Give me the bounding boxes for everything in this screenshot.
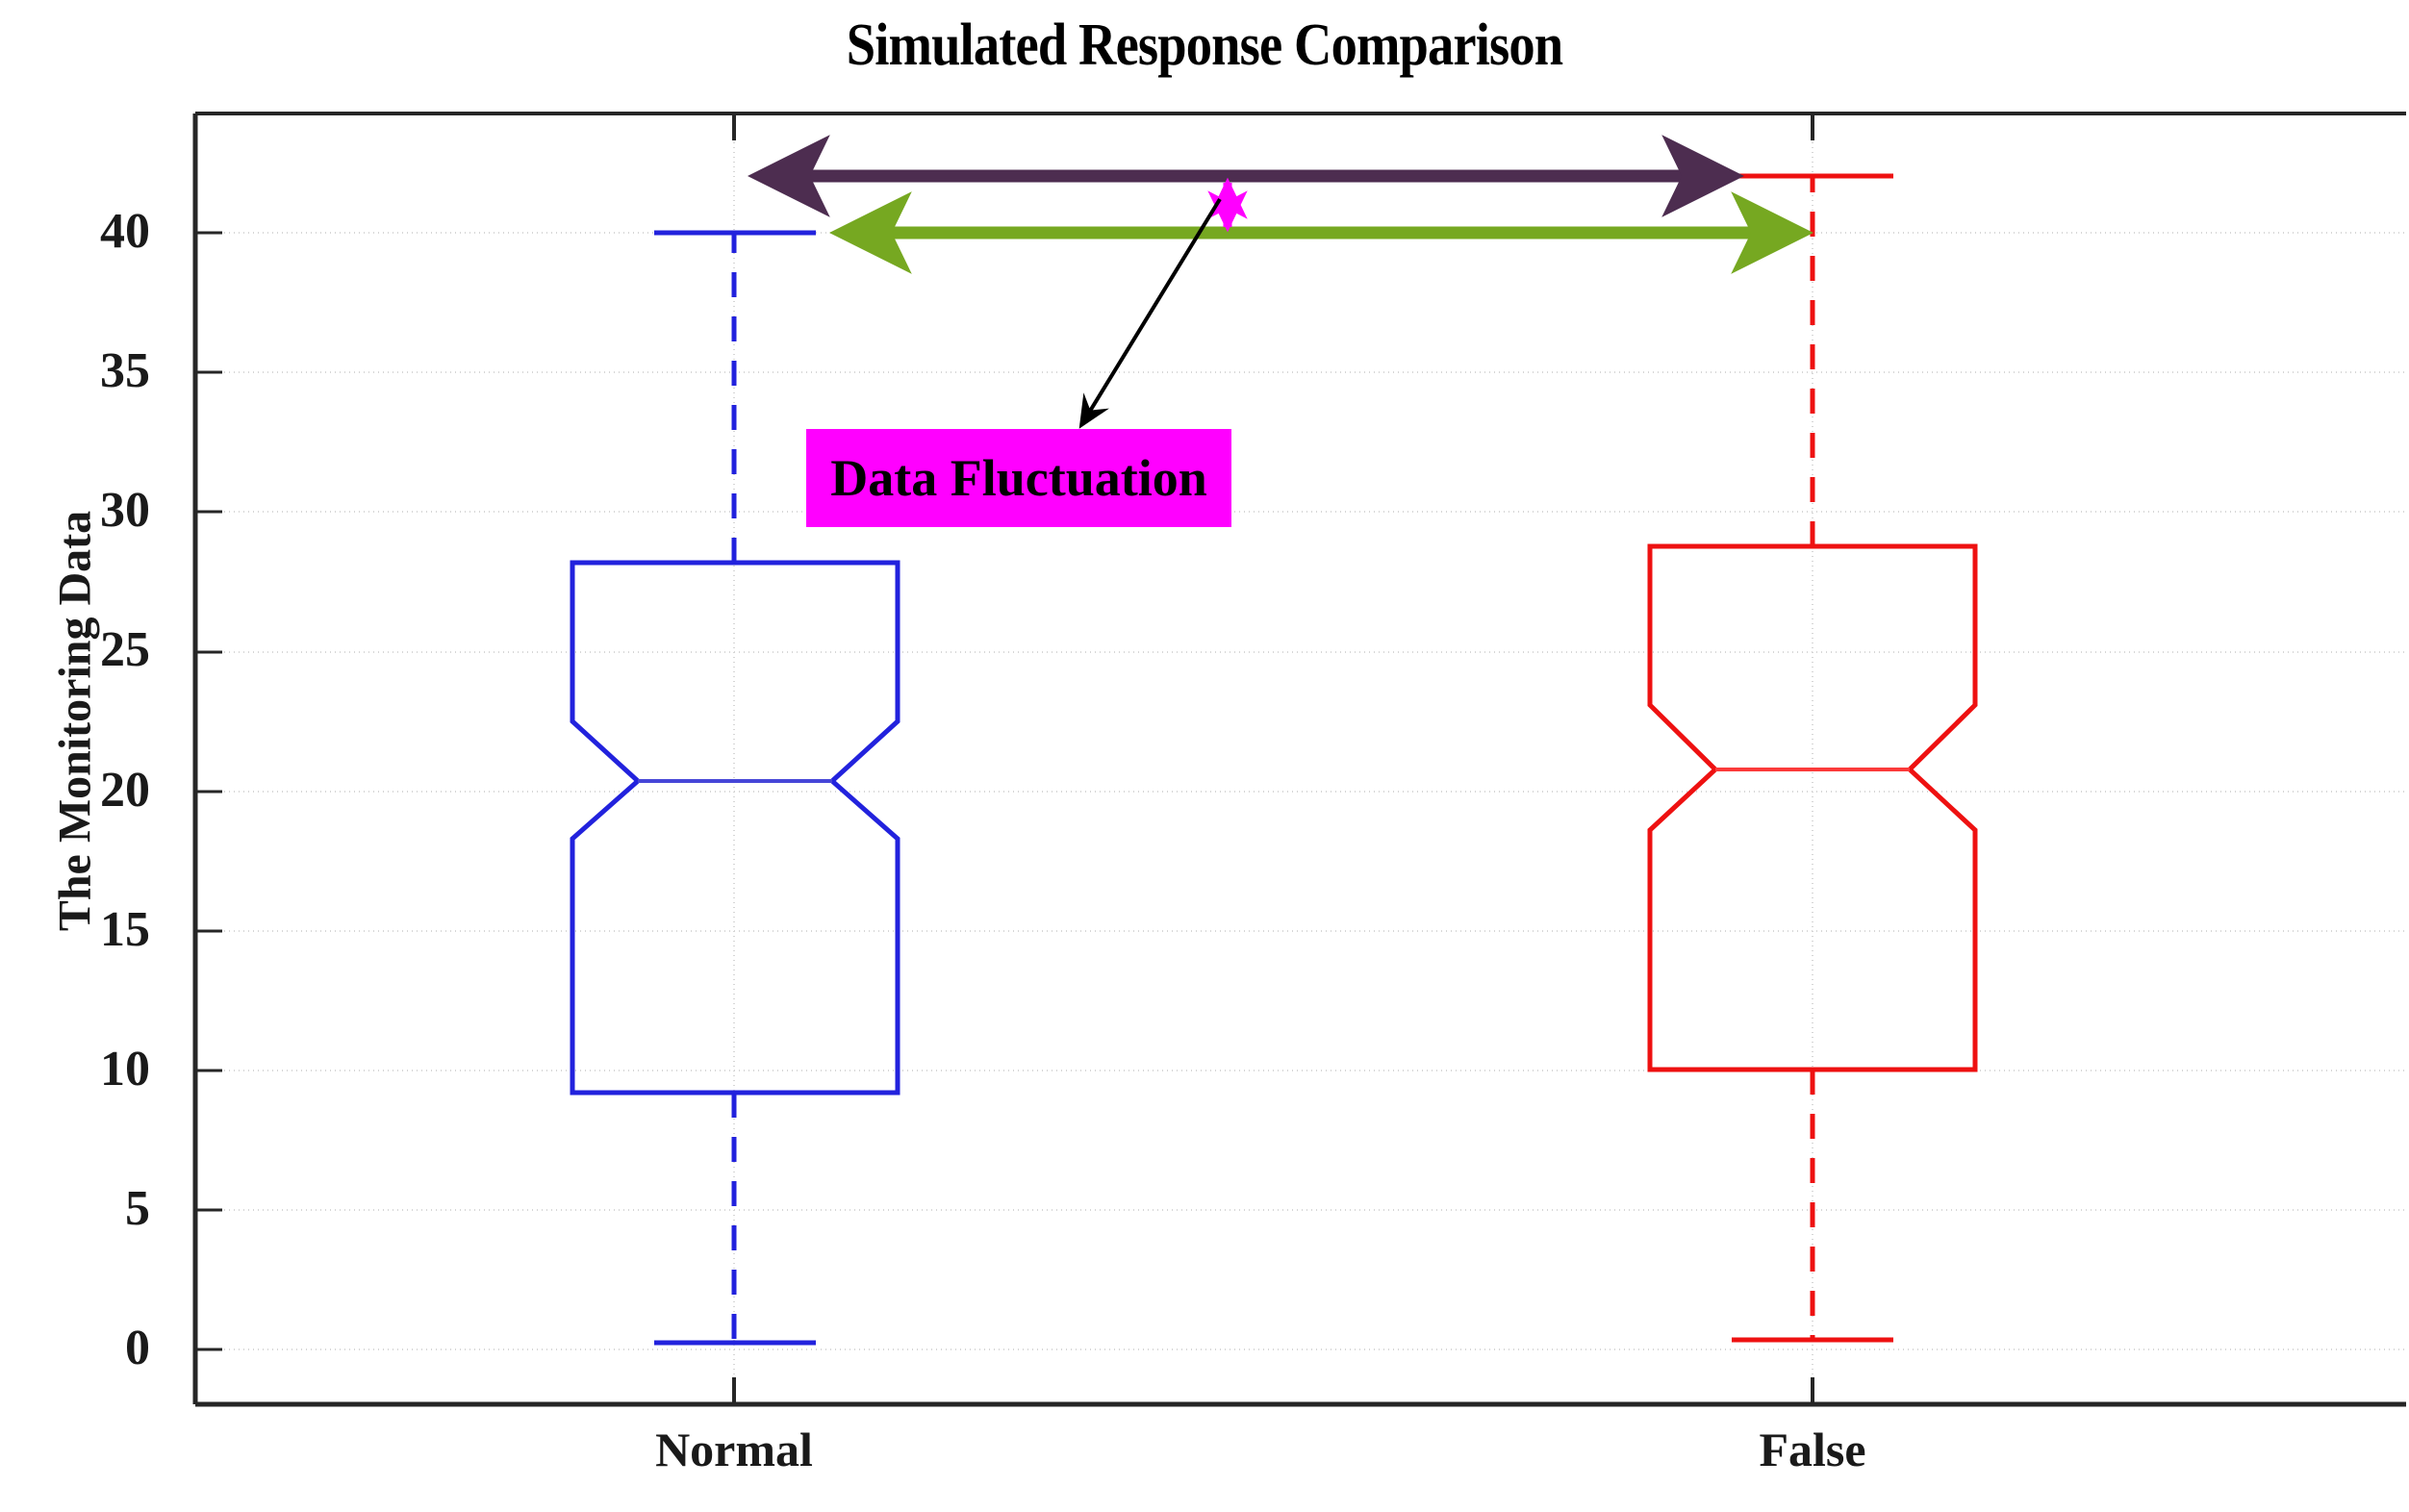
plot-background bbox=[195, 113, 2406, 1404]
x-tick-label-false: False bbox=[1759, 1423, 1866, 1476]
boxplot-false[interactable] bbox=[1647, 173, 1978, 1343]
false-box-outline bbox=[1647, 543, 1978, 1072]
boxplot-normal[interactable] bbox=[570, 230, 900, 1346]
data-fluctuation-badge[interactable]: Data Fluctuation bbox=[806, 429, 1231, 527]
y-tick-label-5: 5 bbox=[125, 1181, 150, 1236]
data-fluctuation-label: Data Fluctuation bbox=[830, 449, 1207, 507]
x-tick-label-normal: Normal bbox=[655, 1423, 813, 1476]
y-tick-label-0: 0 bbox=[125, 1321, 150, 1375]
chart-title: Simulated Response Comparison bbox=[846, 13, 1563, 78]
y-tick-label-30: 30 bbox=[100, 483, 150, 538]
y-tick-label-35: 35 bbox=[100, 343, 150, 398]
normal-box-outline bbox=[570, 560, 900, 1096]
y-tick-label-15: 15 bbox=[100, 902, 150, 957]
horizontal-gridlines bbox=[195, 232, 2406, 1350]
y-tick-label-20: 20 bbox=[100, 763, 150, 818]
y-tick-marks bbox=[195, 231, 222, 1351]
axis-frame bbox=[192, 112, 2406, 1407]
vertical-gridlines bbox=[733, 113, 1813, 1404]
y-tick-label-25: 25 bbox=[100, 622, 150, 677]
callout-pointer-icon bbox=[1078, 197, 1222, 429]
y-tick-label-10: 10 bbox=[100, 1042, 150, 1096]
y-tick-label-40: 40 bbox=[100, 204, 150, 259]
x-tick-marks bbox=[732, 113, 1814, 1404]
